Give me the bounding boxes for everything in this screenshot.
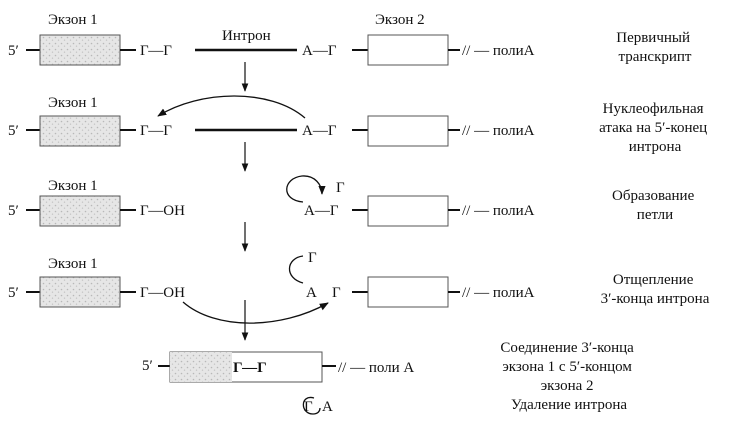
step-caption: Образование петли bbox=[612, 188, 698, 223]
exon1-end-goh: Г—ОН bbox=[140, 285, 185, 301]
exon1-box bbox=[39, 276, 121, 308]
exon1-end-gg: Г—Г bbox=[140, 43, 172, 59]
step-caption: Соединение 3′-конца экзона 1 с 5′-концом… bbox=[500, 340, 637, 413]
exon1-label: Экзон 1 bbox=[48, 178, 98, 194]
five-prime-end: 5′ bbox=[142, 358, 153, 374]
five-prime-end: 5′ bbox=[8, 285, 19, 301]
exon1-end-goh: Г—ОН bbox=[140, 203, 185, 219]
excised-lariat bbox=[302, 396, 321, 415]
row-nucleophilic-attack: Экзон 1 5′ Г—Г А—Г // — полиА Нуклеофиль… bbox=[8, 95, 711, 155]
exon2-g: Г bbox=[332, 285, 341, 301]
exon2-box bbox=[367, 276, 449, 308]
ligation-attack-arrow bbox=[182, 301, 329, 324]
intron-a: А bbox=[306, 285, 317, 301]
exon2-box bbox=[367, 34, 449, 66]
poly-a-tail: // — полиА bbox=[462, 203, 535, 219]
lariat-loop-arrow bbox=[286, 175, 326, 203]
exon1-label: Экзон 1 bbox=[48, 12, 98, 28]
step-caption: Нуклеофильная атака на 5′-конец интрона bbox=[599, 101, 711, 155]
loop-g: Г bbox=[336, 180, 345, 196]
exon2-box bbox=[367, 115, 449, 147]
row-spliced-product: 5′ Г—Г // — поли А Г А Соединение 3′-кон… bbox=[142, 340, 637, 415]
exon1-label: Экзон 1 bbox=[48, 256, 98, 272]
row-primary-transcript: Экзон 1 Экзон 2 5′ Г—Г Интрон А—Г // — п… bbox=[8, 12, 694, 66]
poly-a-tail: // — полиА bbox=[462, 123, 535, 139]
poly-a-tail: // — полиА bbox=[462, 285, 535, 301]
five-prime-end: 5′ bbox=[8, 43, 19, 59]
intron-label: Интрон bbox=[222, 28, 271, 44]
lariat-arc bbox=[288, 255, 304, 284]
lariat-a: А bbox=[322, 399, 333, 415]
nucleophilic-attack-arrow bbox=[157, 95, 306, 119]
five-prime-end: 5′ bbox=[8, 203, 19, 219]
exon2-label: Экзон 2 bbox=[375, 12, 425, 28]
exon2-box bbox=[367, 195, 449, 227]
exon1-end-gg: Г—Г bbox=[140, 123, 172, 139]
poly-a-tail: // — поли А bbox=[338, 360, 414, 376]
row-3prime-cleavage: Экзон 1 5′ Г—ОН Г А Г // — полиА Отщепле… bbox=[8, 250, 710, 324]
loop-g: Г bbox=[308, 250, 317, 266]
mature-exon1-box bbox=[170, 352, 232, 382]
poly-a-tail: // — полиА bbox=[462, 43, 535, 59]
exon-junction-gg: Г—Г bbox=[233, 360, 267, 376]
intron-end-ag: А—Г bbox=[304, 203, 339, 219]
lariat-g: Г bbox=[304, 399, 313, 415]
row-loop-formation: Экзон 1 5′ Г—ОН Г А—Г // — полиА Образов… bbox=[8, 175, 698, 227]
intron-end-ag: А—Г bbox=[302, 43, 337, 59]
exon1-box bbox=[39, 34, 121, 66]
step-caption: Первичный транскрипт bbox=[616, 30, 694, 65]
exon1-box bbox=[39, 195, 121, 227]
exon1-box bbox=[39, 115, 121, 147]
step-caption: Отщепление 3′-конца интрона bbox=[601, 272, 710, 307]
five-prime-end: 5′ bbox=[8, 123, 19, 139]
exon1-label: Экзон 1 bbox=[48, 95, 98, 111]
intron-end-ag: А—Г bbox=[302, 123, 337, 139]
